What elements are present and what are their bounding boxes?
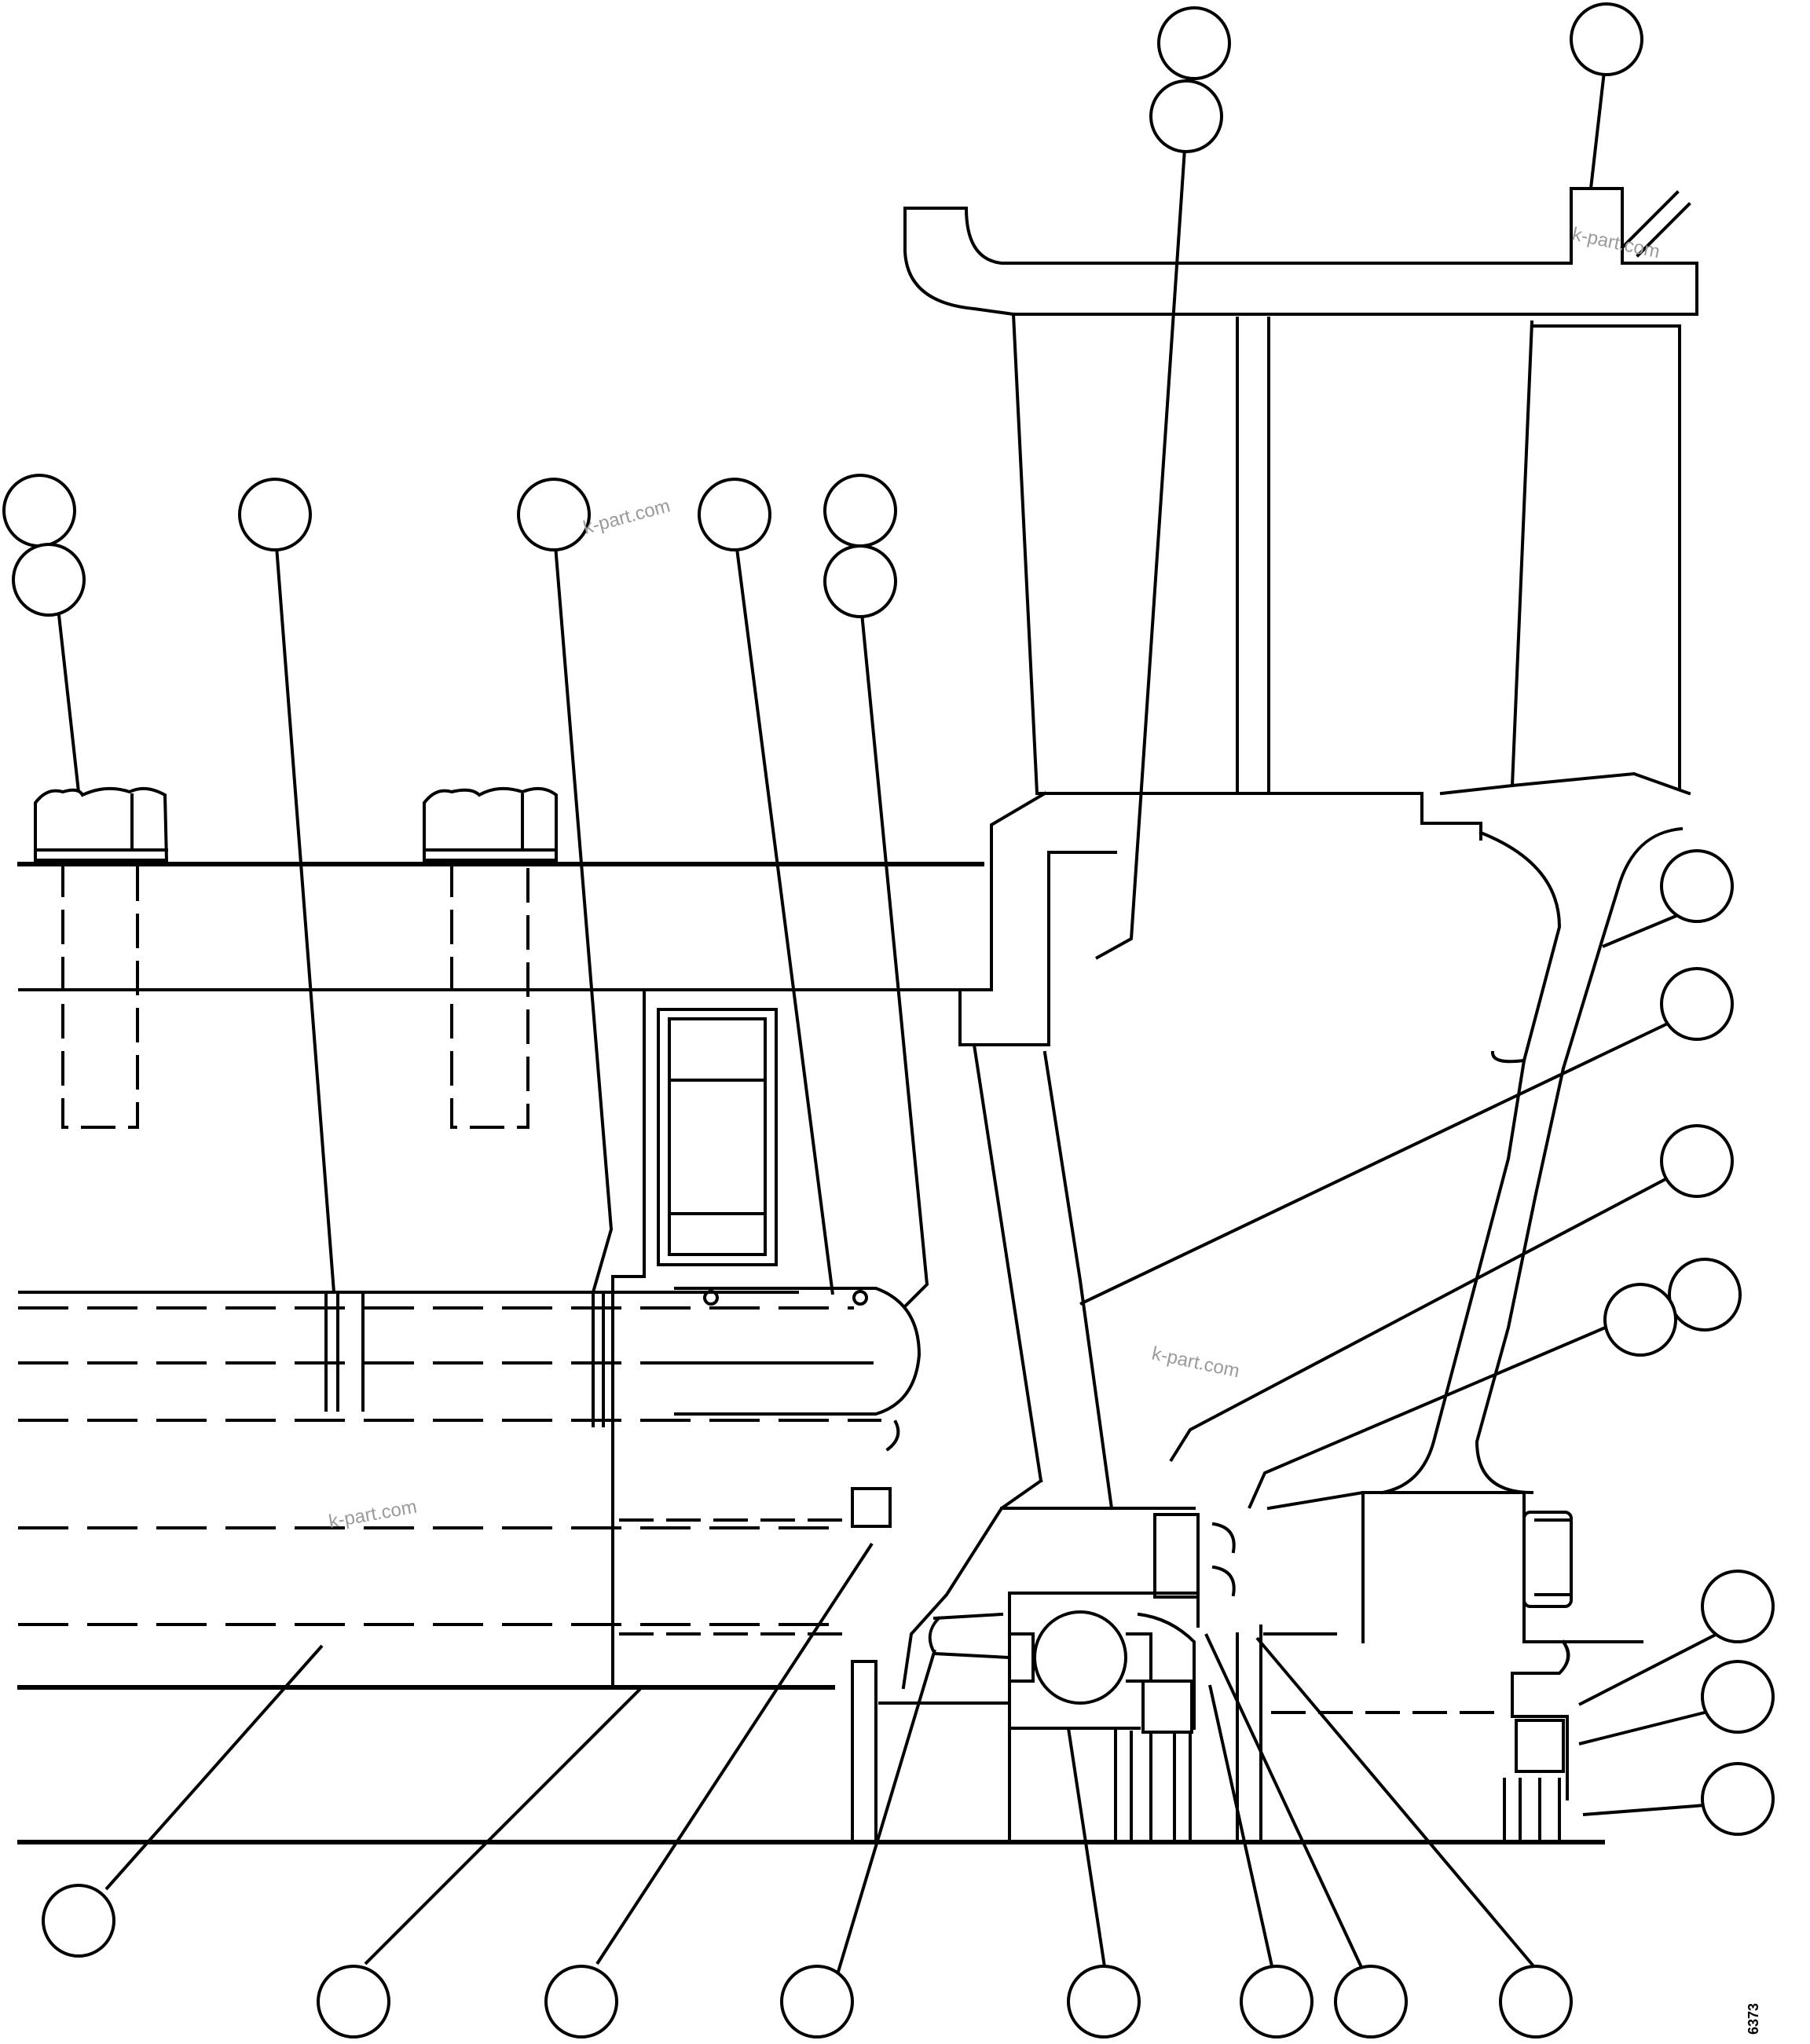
main-housing <box>17 786 1605 1844</box>
watermark-3: k-part.com <box>1150 1343 1241 1382</box>
center-web <box>851 791 1684 1844</box>
callout-balloon-23 <box>1067 1965 1141 2039</box>
callout-balloon-6 <box>238 478 312 551</box>
watermark-1: k-part.com <box>581 495 672 538</box>
callout-balloons <box>2 2 1775 2039</box>
callout-balloon-10 <box>823 544 897 618</box>
callout-balloon-7 <box>517 478 591 551</box>
figure-number: 6373 <box>1746 2003 1761 2035</box>
upper-housing <box>903 187 1698 841</box>
callout-balloon-17 <box>1701 1660 1775 1734</box>
callout-balloon-11 <box>1660 849 1734 923</box>
callout-balloon-4 <box>2 474 76 548</box>
callout-balloon-12 <box>1660 967 1734 1041</box>
callout-balloon-14 <box>1668 1258 1742 1332</box>
callout-balloon-1 <box>1157 6 1231 80</box>
leader-lines <box>53 50 1741 2004</box>
callout-balloon-20 <box>317 1965 390 2039</box>
callout-balloon-18 <box>1701 1762 1775 1836</box>
callout-balloon-13 <box>1660 1124 1734 1198</box>
callout-balloon-5 <box>12 543 86 617</box>
watermark-2: k-part.com <box>1570 223 1662 262</box>
callout-balloon-16 <box>1701 1570 1775 1643</box>
callout-balloon-8 <box>698 478 771 551</box>
callout-balloon-26 <box>1499 1965 1573 2039</box>
callout-balloon-25 <box>1334 1965 1408 2039</box>
callout-balloon-22 <box>780 1965 854 2039</box>
callout-balloon-9 <box>823 474 897 548</box>
callout-balloon-19 <box>42 1884 115 1958</box>
callout-balloon-21 <box>544 1965 618 2039</box>
callout-balloon-3 <box>1570 2 1643 76</box>
callout-balloon-15 <box>1603 1283 1677 1357</box>
callout-balloon-24 <box>1240 1965 1314 2039</box>
callout-balloon-2 <box>1149 79 1223 153</box>
